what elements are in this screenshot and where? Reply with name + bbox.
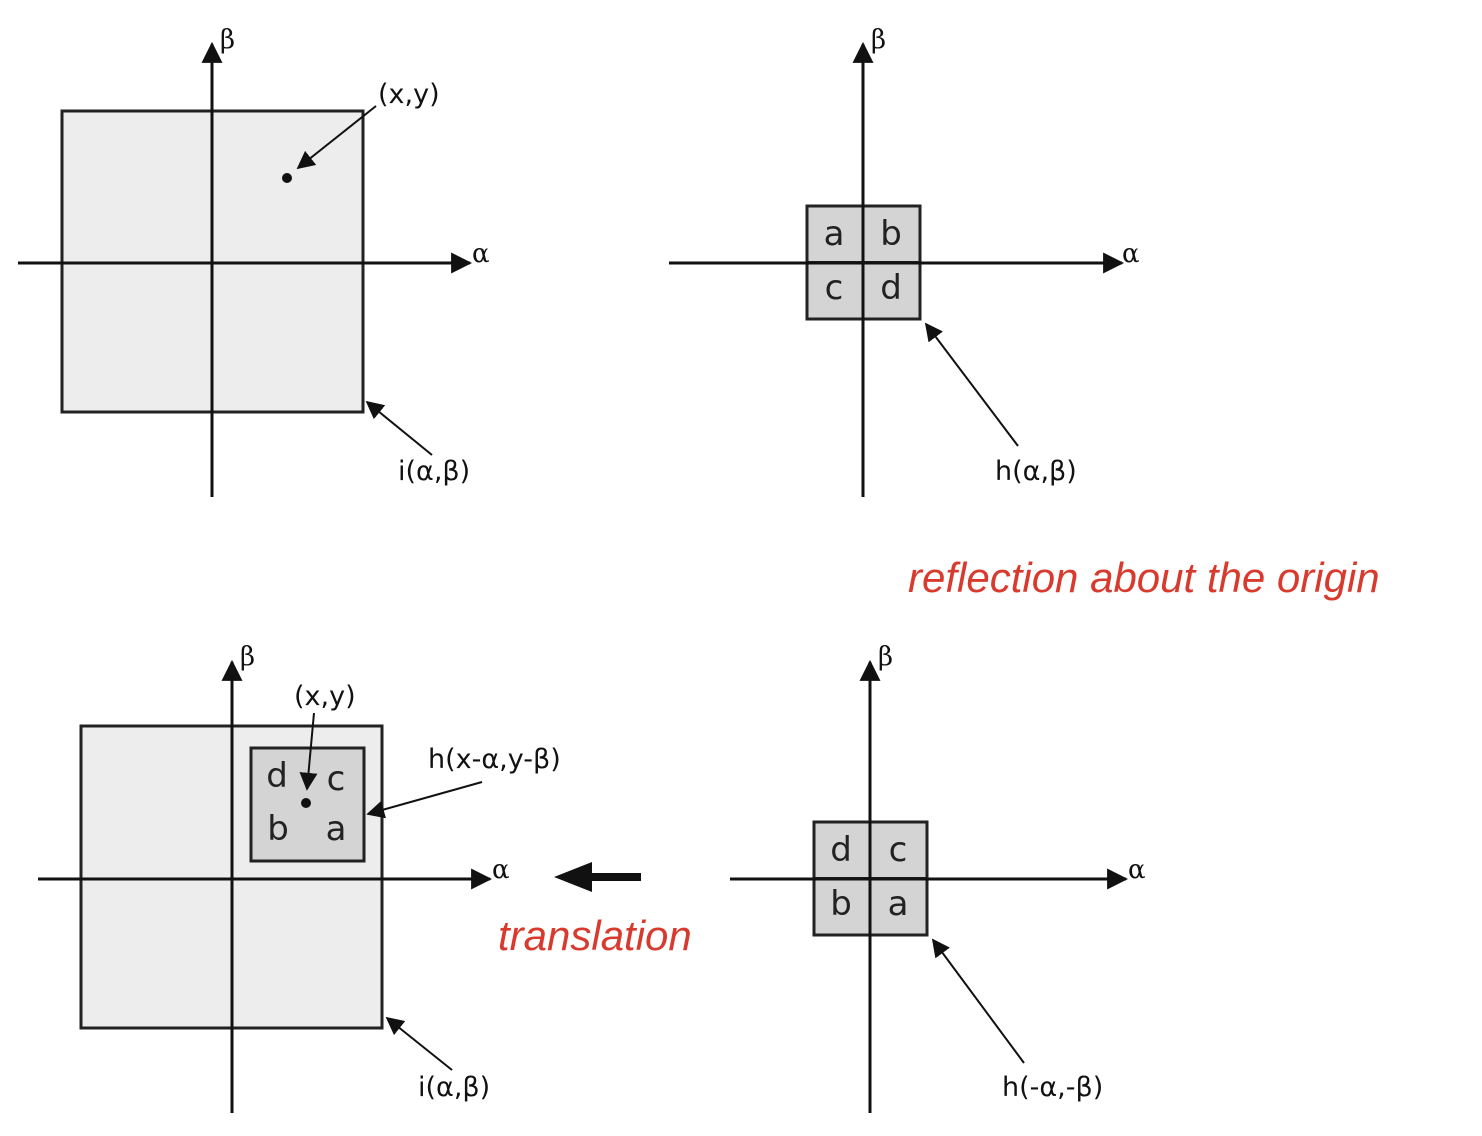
- alpha-axis-label: α: [1122, 239, 1140, 269]
- panel-kernel-top-right: α β a b c d h(α,β): [669, 25, 1140, 497]
- kernel-cell-c: c: [825, 268, 844, 308]
- kernel-cell-c: c: [889, 830, 908, 870]
- reflection-annotation: reflection about the origin: [908, 554, 1380, 601]
- kernel-cell-d: d: [266, 756, 288, 796]
- kernel-cell-a: a: [326, 809, 347, 849]
- kernel-label: h(α,β): [995, 456, 1077, 487]
- image-label: i(α,β): [418, 1072, 490, 1103]
- kernel-cell-b: b: [830, 884, 852, 924]
- kernel-cell-a: a: [824, 214, 845, 254]
- kernel-cell-b: b: [880, 214, 902, 254]
- translation-arrow: [554, 862, 641, 892]
- panel-image-top-left: α β (x,y) i(α,β): [18, 25, 490, 497]
- translated-kernel-pointer-arrow: [366, 781, 483, 819]
- kernel-cell-a: a: [888, 884, 909, 924]
- kernel-pointer-arrow: [924, 322, 1019, 447]
- beta-axis-label: β: [220, 25, 235, 55]
- panel-image-bottom-left: α β d c b a (x,y) h(x-α,y-β) i(α,β): [38, 642, 561, 1113]
- reflected-kernel-pointer-arrow: [931, 938, 1025, 1064]
- point-label: (x,y): [294, 681, 356, 712]
- point-xy: [301, 798, 311, 808]
- panel-reflected-kernel-bottom-right: α β d c b a h(-α,-β): [730, 642, 1146, 1113]
- translation-annotation: translation: [498, 912, 692, 959]
- point-pointer-arrow: [299, 712, 318, 791]
- image-pointer-arrow: [385, 1016, 453, 1071]
- kernel-cell-d: d: [830, 830, 852, 870]
- kernel-cell-c: c: [327, 759, 346, 799]
- reflected-kernel-label: h(-α,-β): [1002, 1072, 1103, 1103]
- point-xy: [282, 173, 292, 183]
- point-pointer-arrow: [296, 105, 377, 170]
- kernel-cell-b: b: [267, 809, 289, 849]
- beta-axis-label: β: [871, 25, 886, 55]
- beta-axis-label: β: [878, 642, 893, 672]
- kernel-cell-d: d: [880, 268, 902, 308]
- alpha-axis-label: α: [472, 239, 490, 269]
- alpha-axis-label: α: [492, 855, 510, 885]
- image-label: i(α,β): [398, 456, 470, 487]
- beta-axis-label: β: [240, 642, 255, 672]
- point-label: (x,y): [378, 79, 440, 110]
- image-pointer-arrow: [365, 400, 433, 456]
- translated-kernel-label: h(x-α,y-β): [428, 744, 561, 775]
- alpha-axis-label: α: [1128, 855, 1146, 885]
